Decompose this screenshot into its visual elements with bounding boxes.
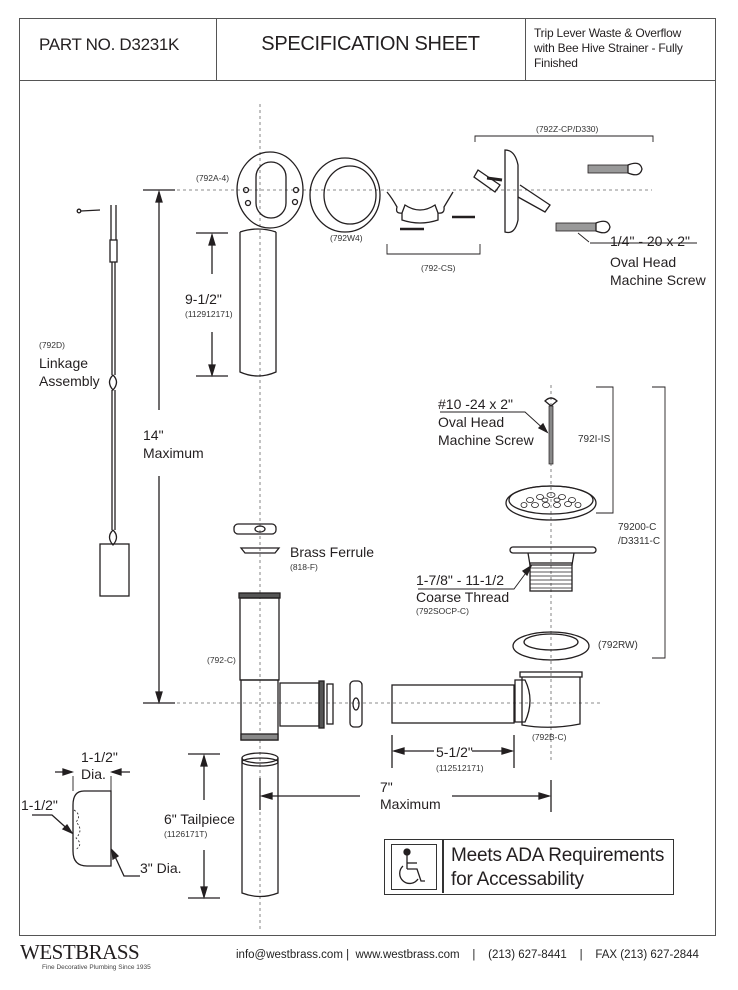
label-thread-type: Coarse Thread (416, 589, 510, 605)
description-cell: Trip Lever Waste & Overflow with Bee Hiv… (526, 18, 716, 80)
label-elbow: (792A-4) (196, 173, 230, 183)
wheelchair-icon (399, 848, 425, 885)
horizontal-tube (391, 684, 515, 724)
ada-line-2: for Accessability (451, 869, 584, 890)
label-stopper-dia: 3" Dia. (140, 860, 182, 876)
sheet-title: SPECIFICATION SHEET (261, 33, 480, 55)
label-strainer-screw-size: #10 -24 x 2" (438, 396, 514, 412)
product-description: Trip Lever Waste & Overflow with Bee Hiv… (534, 26, 714, 71)
tailpiece (241, 752, 279, 898)
sheet-border (19, 18, 716, 936)
label-strainer-code: 792I-IS (578, 434, 611, 445)
label-shoe-body: (792B-C) (532, 732, 567, 742)
label-linkage-1: Linkage (39, 355, 89, 371)
label-linkage-code: (792D) (39, 340, 65, 350)
rubber-washer (512, 631, 590, 661)
label-ferrule: Brass Ferrule (290, 544, 375, 560)
horizontal-length-dimension (391, 735, 515, 768)
max-height-dimension (143, 189, 175, 705)
label-strainer-screw-2: Machine Screw (438, 432, 534, 448)
label-rubber-washer: (792RW) (598, 640, 638, 651)
label-horizontal-length: 5-1/2" (436, 744, 473, 760)
ada-line-1: Meets ADA Requirements (451, 845, 665, 866)
label-max-width: 7" (380, 779, 393, 795)
label-screw-type-1: Oval Head (610, 254, 677, 270)
label-screw-set: (792-CS) (421, 263, 456, 273)
label-stopper-dia-top: 1-1/2" (81, 749, 118, 765)
cover-plate-bracket (474, 135, 654, 142)
part-number-cell: PART NO. D3231K (19, 18, 217, 80)
ada-compliance-box: Meets ADA Requirements for Accessability (384, 839, 674, 895)
part-number: PART NO. D3231K (39, 35, 180, 54)
brand-tagline: Fine Decorative Plumbing Since 1935 (42, 964, 151, 971)
bee-hive-strainer (505, 485, 597, 521)
label-ferrule-code: (818-F) (290, 562, 318, 572)
label-assembly-code-2: /D3311-C (618, 536, 661, 547)
header: PART NO. D3231K SPECIFICATION SHEET Trip… (19, 18, 716, 81)
tee-fitting (238, 592, 363, 741)
description-line: Finished (534, 56, 578, 70)
label-max-height: 14" (143, 427, 164, 443)
wheelchair-icon-frame (391, 844, 437, 890)
drain-shoe (514, 671, 583, 728)
screw-set (386, 191, 481, 255)
label-strainer-screw-1: Oval Head (438, 414, 505, 430)
label-linkage-2: Assembly (39, 373, 100, 389)
overflow-washer (309, 157, 381, 233)
linkage-assembly (76, 205, 130, 597)
label-stopper-height: 1-1/2" (21, 797, 58, 813)
contact-info: info@westbrass.com | www.westbrass.com |… (236, 949, 699, 961)
label-tailpiece: 6" Tailpiece (164, 811, 235, 827)
label-screw-type-2: Machine Screw (610, 272, 706, 288)
description-line: Trip Lever Waste & Overflow (534, 26, 682, 40)
label-max-width-2: Maximum (380, 796, 441, 812)
brand-logo: WESTBRASS (20, 940, 140, 964)
label-max-height-2: Maximum (143, 445, 204, 461)
label-tailpiece-code: (1126171T) (164, 829, 208, 839)
title-cell: SPECIFICATION SHEET (216, 18, 526, 80)
label-shoe-code: (792SOCP-C) (416, 606, 469, 616)
label-stopper-dia-top-2: Dia. (81, 766, 106, 782)
label-cover-plate: (792Z-CP/D330) (536, 124, 599, 134)
label-overflow-length: 9-1/2" (185, 291, 222, 307)
strainer-screw (440, 397, 558, 465)
label-washer: (792W4) (330, 233, 363, 243)
description-line: with Bee Hive Strainer - Fully (534, 41, 683, 55)
tailpiece-dimension (188, 753, 220, 900)
drain-flange (418, 546, 597, 592)
divider (442, 840, 444, 893)
label-assembly-code-1: 79200-C (618, 522, 657, 533)
cover-screws (555, 162, 697, 244)
label-screw-size: 1/4" - 20 x 2" (610, 233, 690, 249)
stopper (32, 768, 140, 877)
overflow-elbow (236, 151, 304, 377)
assembly-bracket (652, 386, 666, 659)
label-thread-size: 1-7/8" - 11-1/2 (416, 572, 504, 588)
strainer-bracket (596, 386, 614, 514)
label-tee: (792-C) (207, 655, 236, 665)
brass-ferrule (233, 523, 281, 554)
cover-plate (473, 149, 551, 234)
label-overflow-code: (112912171) (185, 309, 233, 319)
label-horizontal-code: (112512171) (436, 763, 484, 773)
ada-text: Meets ADA Requirements for Accessability (451, 844, 664, 892)
overflow-length-dimension (196, 232, 228, 378)
